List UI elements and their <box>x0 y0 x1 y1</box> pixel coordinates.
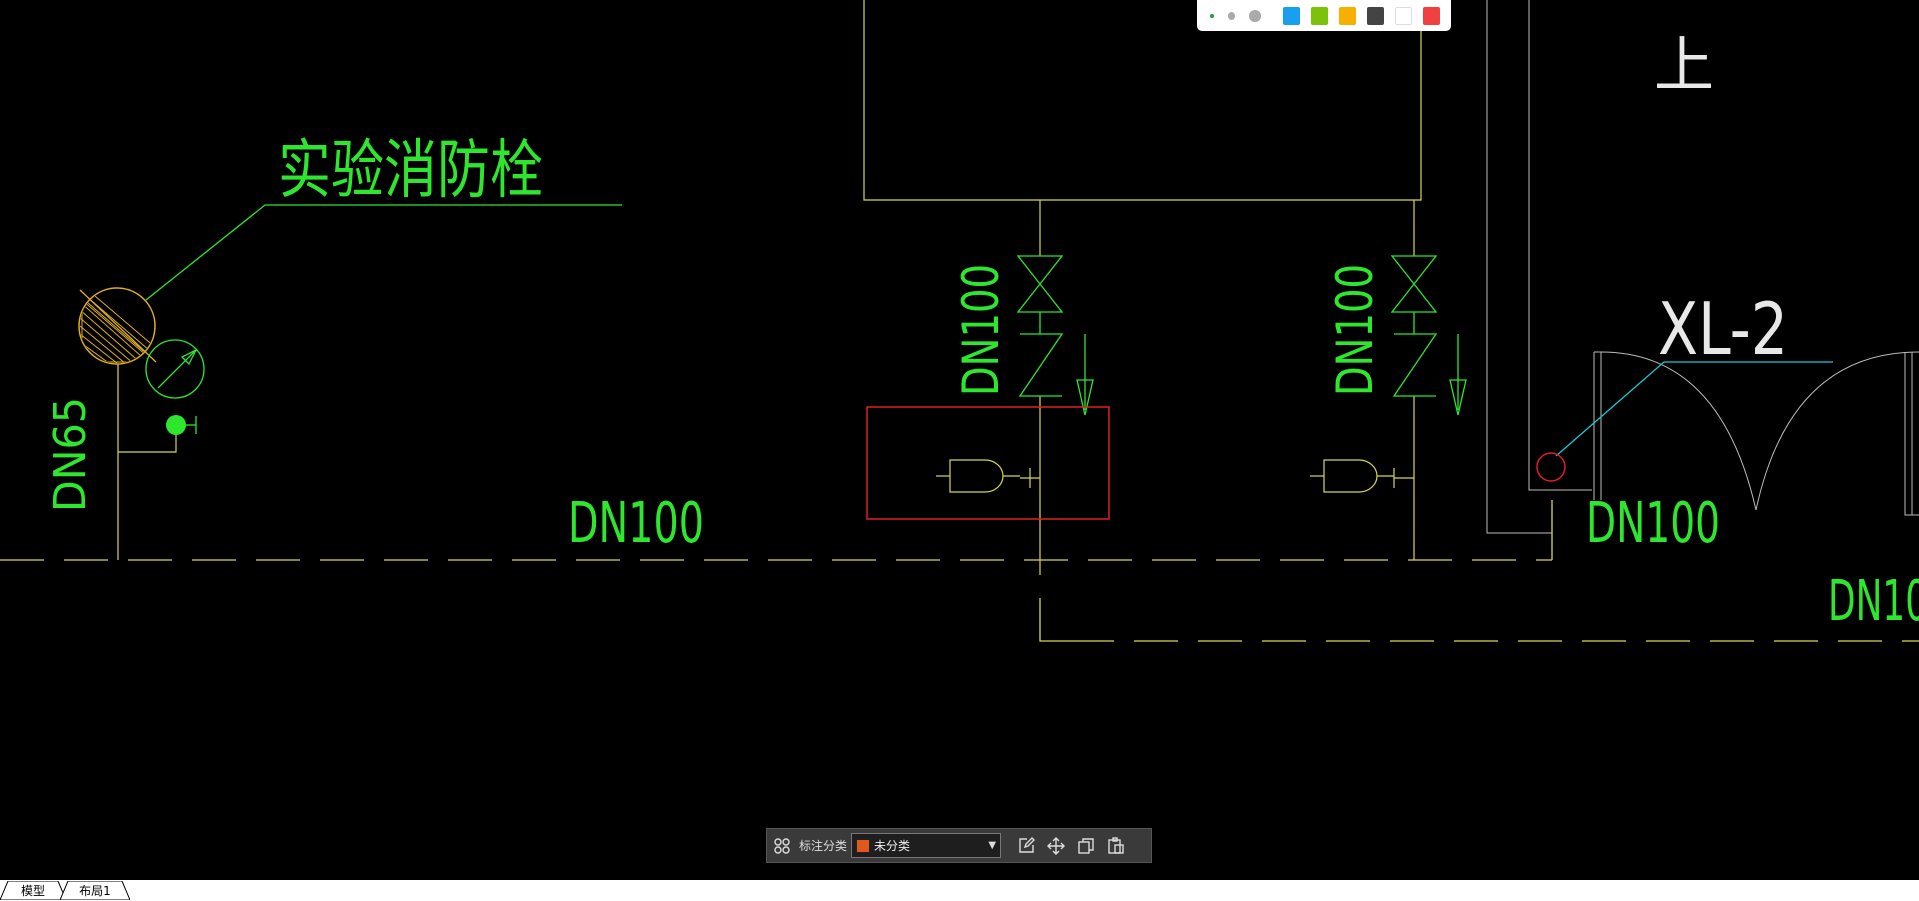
category-select[interactable]: 未分类 ▼ <box>851 833 1002 858</box>
annotation-toolbar: 标注分类 未分类 ▼ <box>766 828 1152 863</box>
color-palette-toolbar <box>1197 0 1451 31</box>
riser-tag-leader <box>1555 361 1833 457</box>
color-swatch-dark[interactable] <box>1366 6 1384 25</box>
hydrant-symbol <box>78 287 205 560</box>
pen-size-large[interactable] <box>1249 9 1261 22</box>
riser-tag: XL-2 <box>1658 287 1788 371</box>
tab-layout1[interactable]: 布局1 <box>60 881 130 900</box>
tank-outline <box>863 0 1422 201</box>
dn100-riser-right-label: DN100 <box>1326 264 1384 396</box>
riser-left <box>936 200 1041 575</box>
color-swatch-white[interactable] <box>1394 6 1412 25</box>
grid-icon[interactable] <box>767 831 797 861</box>
main-pipe-dashed <box>0 559 1919 642</box>
category-value: 未分类 <box>874 839 911 853</box>
tab-layout1-label: 布局1 <box>79 884 111 898</box>
hydrant-title: 实验消防栓 <box>278 134 543 208</box>
dn65-label: DN65 <box>45 397 96 512</box>
pen-size-medium[interactable] <box>1227 11 1236 20</box>
chevron-down-icon: ▼ <box>988 840 997 851</box>
edit-icon[interactable] <box>1011 831 1041 861</box>
pen-size-small[interactable] <box>1210 13 1214 18</box>
color-swatch-red[interactable] <box>1422 6 1440 25</box>
paste-icon[interactable] <box>1101 831 1131 861</box>
dn100-right-label: DN100 <box>1586 491 1720 556</box>
copy-icon[interactable] <box>1071 831 1101 861</box>
dn100-riser-left-label: DN100 <box>952 264 1010 396</box>
wall-lines <box>1486 0 1919 534</box>
tab-model[interactable]: 模型 <box>0 881 66 900</box>
color-swatch-yellow[interactable] <box>1338 6 1356 25</box>
color-swatch-blue[interactable] <box>1282 6 1300 25</box>
dn100-main-label: DN100 <box>568 491 704 556</box>
layout-tab-bar: 模型 布局1 <box>0 880 1919 901</box>
dn100-partial-label: DN10 <box>1828 569 1919 634</box>
tab-model-label: 模型 <box>20 884 45 898</box>
selection-highlight-box[interactable] <box>866 406 1110 520</box>
category-color-chip <box>856 838 871 853</box>
move-icon[interactable] <box>1041 831 1071 861</box>
color-swatch-green[interactable] <box>1310 6 1328 25</box>
riser-marker-circle <box>1536 452 1566 482</box>
category-label: 标注分类 <box>799 839 848 853</box>
hydrant-leader-line <box>145 204 622 301</box>
up-label: 上 <box>1654 31 1714 101</box>
riser-right <box>1310 200 1415 560</box>
cad-drawing-canvas[interactable]: 实验消防栓 DN65 DN100 DN100 DN100 DN100 DN10 … <box>0 0 1919 880</box>
